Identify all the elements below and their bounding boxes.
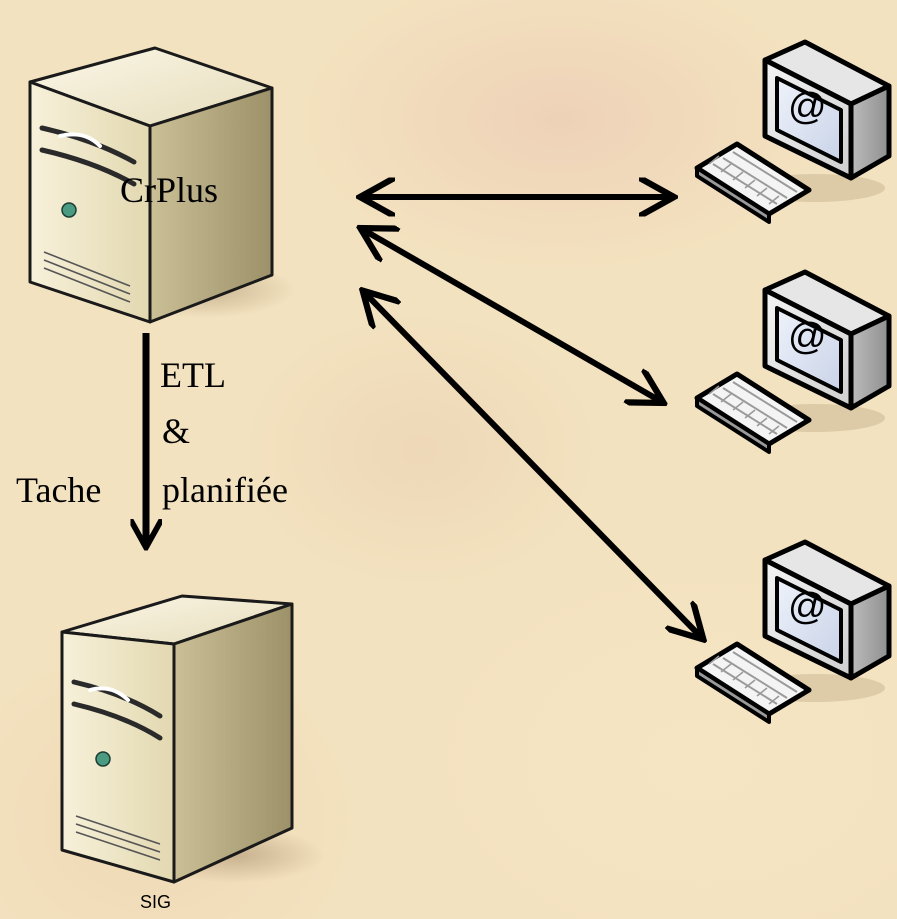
planifiee-label: planifiée [162,470,288,510]
tache-label: Tache [16,470,102,510]
client-3-screen-at-icon: @ [788,586,827,628]
etl-ampersand-label: & [162,411,191,451]
crplus-server [28,46,295,324]
sig-server [60,594,325,884]
etl-label: ETL [160,355,226,395]
sig-server-label: SIG [140,892,172,912]
client-1-screen-at-icon: @ [788,86,827,128]
client-workstation-2 [694,269,892,454]
crplus-server-label: CrPlus [120,170,219,210]
client-2-screen-at-icon: @ [788,316,827,358]
client-workstation-3 [694,539,892,724]
arrow-crplus-client-2 [362,229,662,402]
arrow-crplus-client-3 [364,292,702,638]
client-workstation-1 [694,39,892,224]
